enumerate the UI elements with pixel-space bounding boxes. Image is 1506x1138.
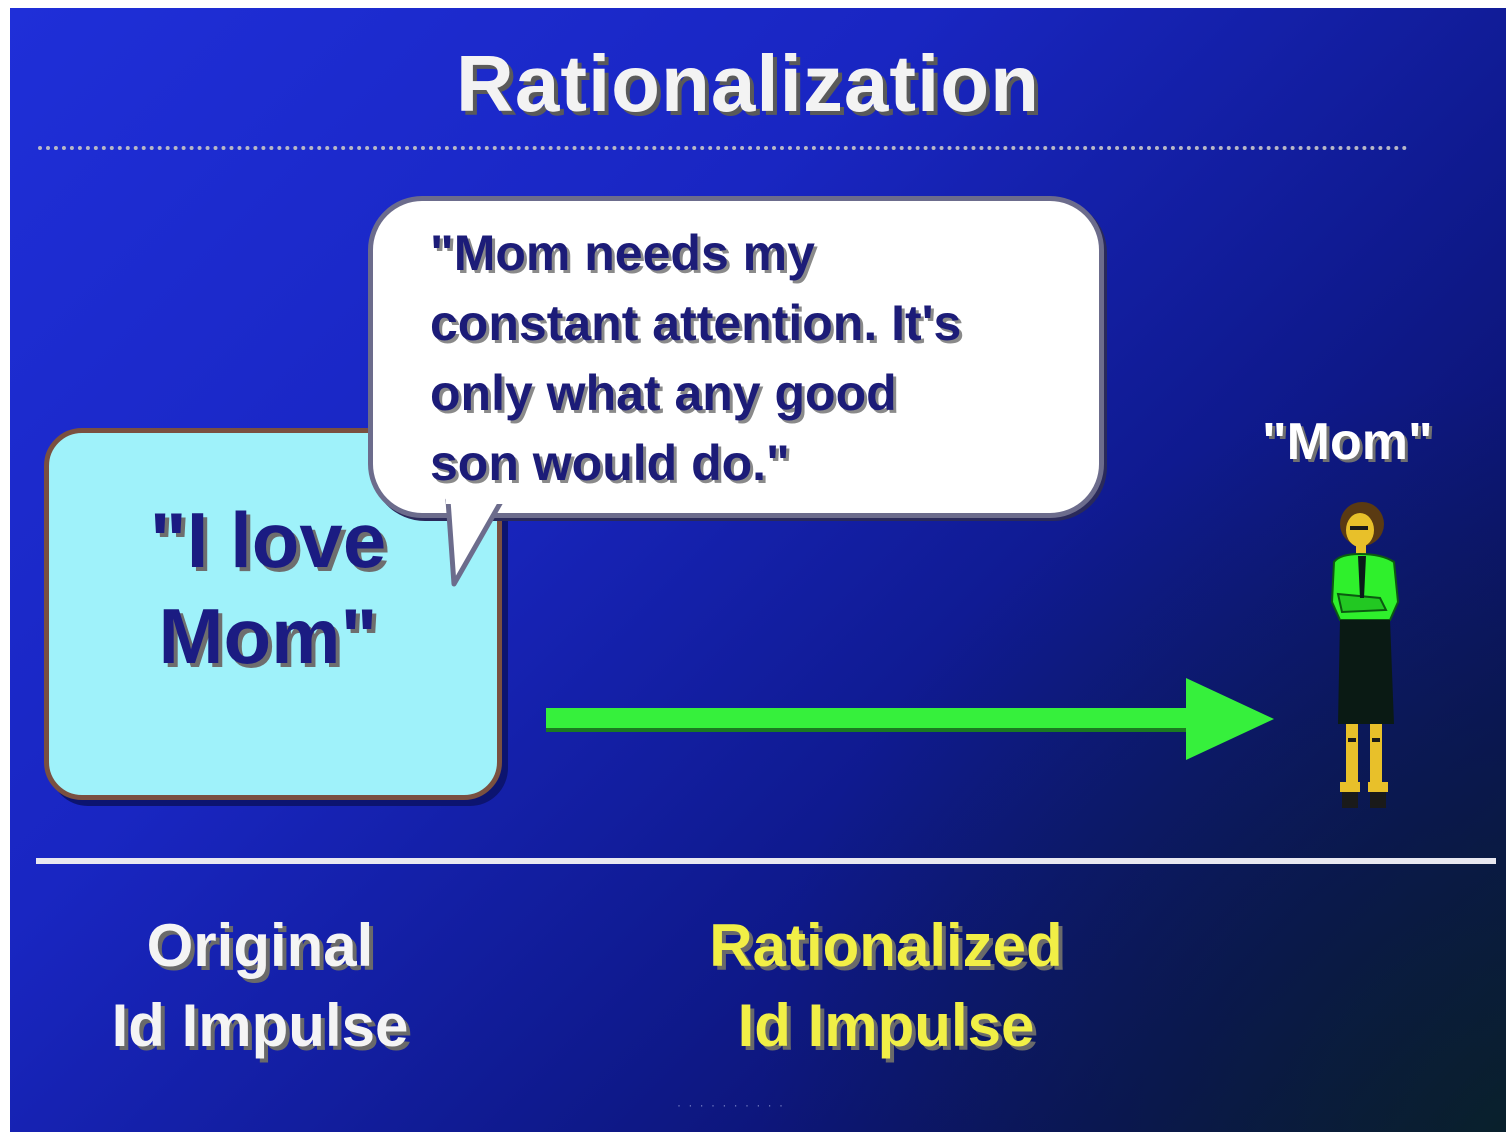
speech-bubble-text: "Mom needs my constant attention. It's o… — [430, 225, 962, 491]
slide-background — [10, 8, 1506, 1132]
caption-original-impulse: Original Id Impulse — [111, 912, 409, 1059]
original-impulse-text: "I love Mom" — [149, 496, 387, 680]
slide-title: Rationalization — [456, 39, 1040, 128]
caption-rationalized-impulse: Rationalized Id Impulse — [709, 912, 1063, 1059]
speech-bubble-tail — [445, 492, 506, 587]
title-divider — [38, 146, 1408, 150]
woman-figure-icon — [1330, 502, 1400, 808]
right-arrow-icon — [546, 678, 1274, 760]
mom-label: "Mom" — [1262, 413, 1433, 471]
speech-bubble — [368, 196, 1104, 518]
footer-watermark: · · · · · · · · · · — [677, 1098, 785, 1112]
bottom-divider — [36, 858, 1496, 864]
